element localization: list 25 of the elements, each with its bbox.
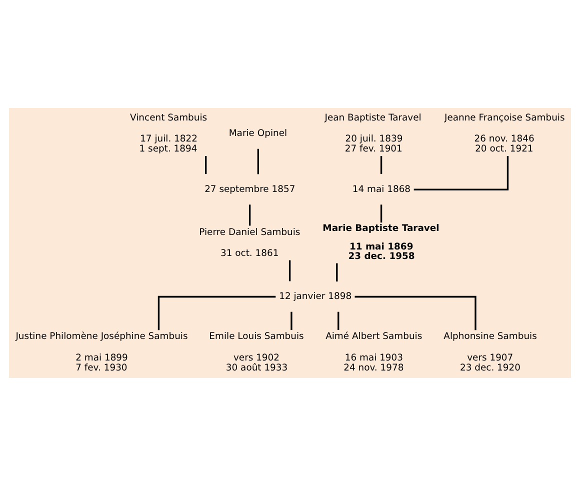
connector — [248, 204, 251, 226]
node-text: Pierre Daniel Sambuis 31 oct. 1861 — [199, 226, 300, 258]
connector — [290, 311, 292, 330]
node-text: Emile Louis Sambuis vers 1902 30 août 1933 — [209, 330, 304, 373]
node-text: Vincent Sambuis 17 juil. 1822 1 sept. 1894 — [130, 112, 208, 154]
node-text: 14 mai 1868 — [352, 183, 411, 194]
connector — [336, 262, 338, 281]
node-text: Marie Opinel — [228, 127, 288, 138]
connector — [380, 156, 382, 174]
node-text: Alphonsine Sambuis vers 1907 23 dec. 1920 — [444, 330, 537, 373]
node-text: Marie Baptiste Taravel 11 mai 1869 23 dec. 1958 — [322, 222, 440, 262]
connector — [158, 295, 276, 330]
connector — [257, 148, 260, 174]
connector — [380, 204, 382, 222]
node-text: Aimé Albert Sambuis 16 mai 1903 24 nov. 1978 — [326, 330, 422, 373]
node-text: Jean Baptiste Taravel 20 juil. 1839 27 fev. 1901 — [324, 112, 422, 154]
connector — [354, 295, 476, 330]
node-text: 12 janvier 1898 — [279, 290, 352, 302]
connector — [338, 311, 340, 330]
connector — [288, 260, 291, 281]
connector — [414, 156, 509, 190]
node-text: Jeanne Françoise Sambuis 26 nov. 1846 20 oct. 1921 — [444, 112, 565, 154]
node-text: Justine Philomène Joséphine Sambuis 2 mai 1899 7 fev. 1930 — [16, 330, 188, 373]
node-text: 27 septembre 1857 — [204, 183, 296, 194]
connector — [205, 156, 207, 174]
